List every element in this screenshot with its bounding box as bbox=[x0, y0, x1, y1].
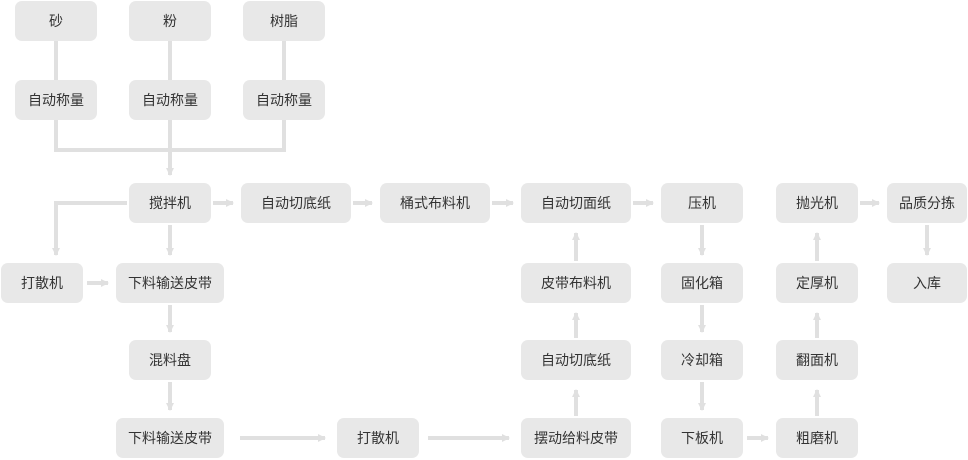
node-auto-face-paper: 自动切面纸 bbox=[521, 183, 631, 223]
node-press: 压机 bbox=[661, 183, 743, 223]
node-scatter-1: 打散机 bbox=[1, 263, 83, 303]
node-lower-belt-1: 下料输送皮带 bbox=[116, 263, 224, 303]
node-auto-weigh-sand: 自动称量 bbox=[15, 80, 97, 120]
node-flipper: 翻面机 bbox=[776, 340, 858, 380]
node-bucket-distributor: 桶式布料机 bbox=[380, 183, 490, 223]
node-swing-belt: 摆动给料皮带 bbox=[521, 418, 631, 458]
node-rough-grinder: 粗磨机 bbox=[776, 418, 858, 458]
node-resin: 树脂 bbox=[243, 1, 325, 41]
node-board-unloader: 下板机 bbox=[661, 418, 743, 458]
arrow-mixer-to-scatter bbox=[52, 201, 127, 256]
node-auto-bottom-paper-2: 自动切底纸 bbox=[521, 340, 631, 380]
node-belt-distributor: 皮带布料机 bbox=[521, 263, 631, 303]
node-mixing-tray: 混料盘 bbox=[129, 340, 211, 380]
node-lower-belt-2: 下料输送皮带 bbox=[116, 418, 224, 458]
node-mixer: 搅拌机 bbox=[129, 183, 211, 223]
node-auto-bottom-paper-1: 自动切底纸 bbox=[241, 183, 351, 223]
node-curing-box: 固化箱 bbox=[661, 263, 743, 303]
node-cooling-box: 冷却箱 bbox=[661, 340, 743, 380]
node-storage: 入库 bbox=[887, 263, 967, 303]
node-scatter-2: 打散机 bbox=[337, 418, 419, 458]
node-auto-weigh-resin: 自动称量 bbox=[243, 80, 325, 120]
node-auto-weigh-powder: 自动称量 bbox=[129, 80, 211, 120]
node-thickness-machine: 定厚机 bbox=[776, 263, 858, 303]
node-powder: 粉 bbox=[129, 1, 211, 41]
node-quality-sorting: 品质分拣 bbox=[887, 183, 967, 223]
node-polisher: 抛光机 bbox=[776, 183, 858, 223]
node-sand: 砂 bbox=[15, 1, 97, 41]
